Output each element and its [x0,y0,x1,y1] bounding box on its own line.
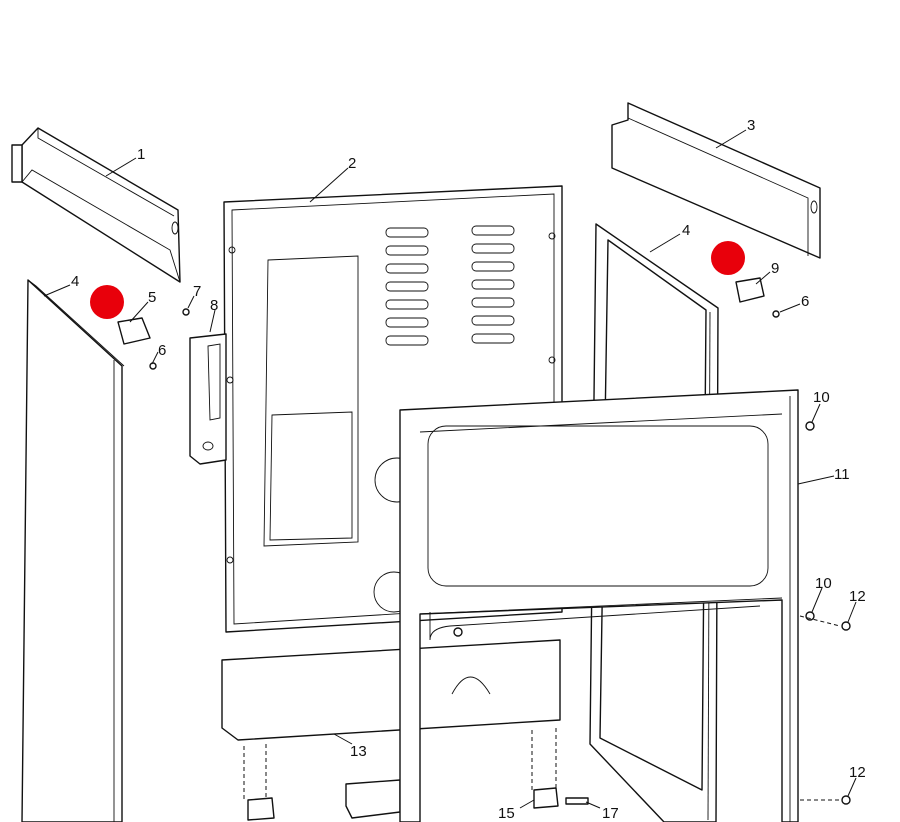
part-11-front-frame [399,389,799,822]
part-4-left-side-panel [21,279,125,822]
callout-6-left: 6 [158,342,166,359]
callout-10-bottom: 10 [815,575,832,592]
callout-5: 5 [148,289,156,306]
callout-labels: 1 2 3 4 4 5 6 6 7 8 9 10 10 11 12 12 13 … [71,117,866,822]
part-5-hinge [117,317,151,345]
leader-lines [43,129,857,809]
callout-9: 9 [771,260,779,277]
callout-6-right: 6 [801,293,809,310]
callout-4-right: 4 [682,222,690,239]
part-1-top-trim [11,127,181,283]
callout-7: 7 [193,283,201,300]
part-13-bottom-tray [221,639,561,821]
marker-left[interactable] [90,285,124,319]
callout-12-top: 12 [849,588,866,605]
callout-1: 1 [137,146,145,163]
marker-right[interactable] [711,241,745,275]
callout-15: 15 [498,805,515,822]
callout-4-left: 4 [71,273,79,290]
callout-10-top: 10 [813,389,830,406]
callout-12-bottom: 12 [849,764,866,781]
callout-17: 17 [602,805,619,822]
callout-8: 8 [210,297,218,314]
part-8-bracket [189,333,227,465]
callout-2: 2 [348,155,356,172]
screws [149,308,851,805]
callout-11: 11 [834,466,850,483]
part-3-top-trim [611,102,821,259]
callout-3: 3 [747,117,755,134]
part-9-hinge [735,277,765,303]
callout-13: 13 [350,743,367,760]
